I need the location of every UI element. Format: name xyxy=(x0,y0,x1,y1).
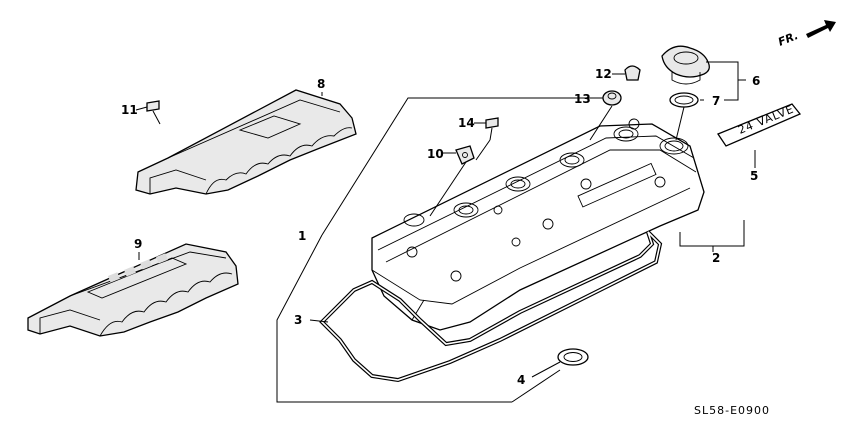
svg-text:FR.: FR. xyxy=(776,29,800,49)
callout-4: 4 xyxy=(517,373,525,387)
callout-9: 9 xyxy=(134,237,142,251)
plug-hole-seal[interactable] xyxy=(557,348,589,366)
bolt-11[interactable] xyxy=(146,100,161,125)
engine-cover-lower[interactable] xyxy=(27,243,239,337)
callout-13: 13 xyxy=(574,92,591,106)
filler-cap-gasket[interactable] xyxy=(669,92,699,108)
callout-8: 8 xyxy=(317,77,325,91)
callout-labels: 1 2 3 4 5 6 7 8 9 10 11 12 13 14 xyxy=(121,67,760,387)
front-direction-indicator: FR. xyxy=(776,20,836,49)
callout-12: 12 xyxy=(595,67,612,81)
engine-cover-upper[interactable] xyxy=(135,89,357,195)
oil-filler-cap[interactable] xyxy=(661,45,710,85)
valve-emblem[interactable]: 24 VALVE xyxy=(717,103,802,147)
callout-3: 3 xyxy=(294,313,302,327)
bolt-14[interactable] xyxy=(485,117,499,141)
head-cover[interactable] xyxy=(371,118,705,331)
leader-lines xyxy=(135,61,756,403)
bracket-10[interactable] xyxy=(455,145,475,165)
mounting-bosses xyxy=(406,118,666,282)
callout-14: 14 xyxy=(458,116,475,130)
plug-holes xyxy=(403,126,689,227)
callout-6: 6 xyxy=(752,74,760,88)
head-cover-gasket[interactable] xyxy=(319,230,663,383)
front-arrow-icon xyxy=(806,20,836,38)
callout-10: 10 xyxy=(427,147,444,161)
callout-5: 5 xyxy=(750,169,758,183)
grommet-12[interactable] xyxy=(624,65,641,81)
diagram-code: SL58-E0900 xyxy=(694,404,770,417)
callout-1: 1 xyxy=(298,229,306,243)
engine-cover-emblem xyxy=(86,253,188,299)
grommet-13[interactable] xyxy=(602,90,622,106)
callout-2: 2 xyxy=(712,251,720,265)
callout-7: 7 xyxy=(712,94,720,108)
callout-11: 11 xyxy=(121,103,138,117)
